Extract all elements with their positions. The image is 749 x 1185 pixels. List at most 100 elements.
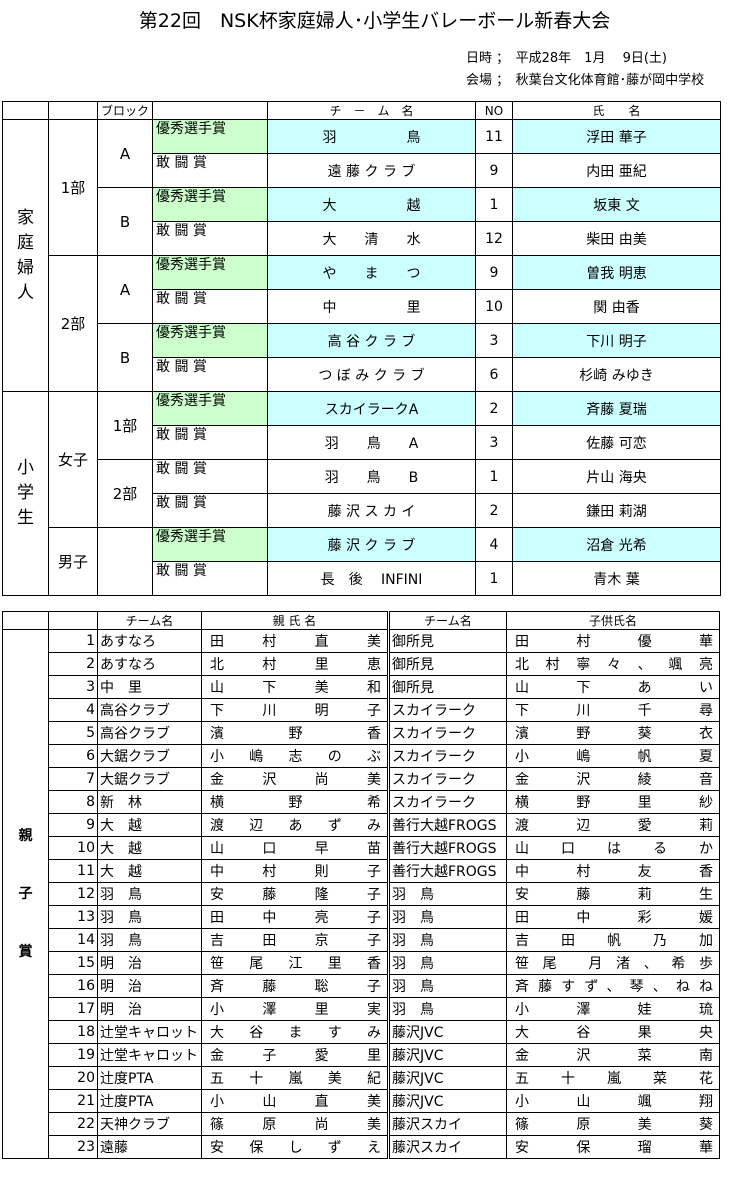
parent-team: あすなろ <box>97 652 202 676</box>
team-name: つ ぼ み ク ラ ブ <box>267 357 476 392</box>
child-name: 濱野葵衣 <box>506 721 720 745</box>
row-number: 4 <box>48 698 98 722</box>
child-team: 藤沢スカイ <box>387 1135 507 1159</box>
header-blank <box>152 101 268 120</box>
parent-name: 篠原尚美 <box>201 1112 389 1136</box>
row-number: 18 <box>48 1020 98 1044</box>
row-number: 5 <box>48 721 98 745</box>
parent-name: 笹尾江里香 <box>201 951 389 975</box>
child-team: 藤沢JVC <box>387 1066 507 1090</box>
parent-name: 田村直美 <box>201 629 389 653</box>
child-team: 御所見 <box>387 629 507 653</box>
child-name: 安藤莉生 <box>506 882 720 906</box>
child-team: 羽 鳥 <box>387 882 507 906</box>
table-row: 男子 優秀選手賞 藤 沢 ク ラ ブ 4 沼倉 光希 <box>3 527 721 596</box>
parent-name: 田中亮子 <box>201 905 389 929</box>
award-type: 優秀選手賞 <box>152 187 268 222</box>
group-label-shogaku: 小学生 <box>2 391 49 596</box>
child-name: 大谷果央 <box>506 1020 720 1044</box>
row-number: 1 <box>48 629 98 653</box>
child-team: スカイラーク <box>387 744 507 768</box>
row-number: 9 <box>48 813 98 837</box>
child-team: 御所見 <box>387 652 507 676</box>
child-name: 田中彩媛 <box>506 905 720 929</box>
team-name: 大 清 水 <box>267 221 476 256</box>
row-number: 19 <box>48 1043 98 1067</box>
team-name: 羽 鳥 B <box>267 459 476 494</box>
parent-team: あすなろ <box>97 629 202 653</box>
parent-team: 明 治 <box>97 951 202 975</box>
parents-award-label: 親子賞 <box>2 629 49 1159</box>
child-name: 篠原美葵 <box>506 1112 720 1136</box>
header-child-team: チーム名 <box>387 611 507 630</box>
table-row: 敢 闘 賞 長 後 INFINI 1 青木 葉 <box>3 561 721 596</box>
header-blank <box>48 101 98 120</box>
award-type: 敢 闘 賞 <box>152 561 268 596</box>
block-label: 2部 <box>97 459 153 528</box>
player-no: 3 <box>475 425 513 460</box>
row-number: 22 <box>48 1112 98 1136</box>
parent-name: 安藤隆子 <box>201 882 389 906</box>
division-label: 2部 <box>48 255 98 392</box>
row-number: 13 <box>48 905 98 929</box>
team-name: 高 谷 ク ラ ブ <box>267 323 476 358</box>
child-name: 小澤娃琉 <box>506 997 720 1021</box>
row-number: 11 <box>48 859 98 883</box>
child-name: 安保瑠華 <box>506 1135 720 1159</box>
child-name: 吉田帆乃加 <box>506 928 720 952</box>
player-name: 坂東 文 <box>512 187 721 222</box>
table-row: 敢 闘 賞 大 清 水 12 柴田 由美 <box>3 221 721 256</box>
parent-team: 辻度PTA <box>97 1089 202 1113</box>
parent-team: 遠藤 <box>97 1135 202 1159</box>
parent-name: 横野希 <box>201 790 389 814</box>
child-name: 五十嵐菜花 <box>506 1066 720 1090</box>
group-label-katei: 家庭婦人 <box>2 119 49 392</box>
child-name: 小嶋帆夏 <box>506 744 720 768</box>
award-type: 敢 闘 賞 <box>152 221 268 256</box>
player-name: 下川 明子 <box>512 323 721 358</box>
header-block: ブロック <box>97 101 153 120</box>
player-name: 浮田 華子 <box>512 119 721 154</box>
parent-team: 高谷クラブ <box>97 698 202 722</box>
block-label: B <box>97 187 153 256</box>
player-no: 4 <box>475 527 513 562</box>
parent-team: 辻堂キャロット <box>97 1043 202 1067</box>
player-no: 10 <box>475 289 513 324</box>
player-name: 柴田 由美 <box>512 221 721 256</box>
block-label: A <box>97 119 153 188</box>
parent-team: 辻度PTA <box>97 1066 202 1090</box>
child-team: 藤沢JVC <box>387 1089 507 1113</box>
player-no: 1 <box>475 561 513 596</box>
block-label: B <box>97 323 153 392</box>
award-type: 敢 闘 賞 <box>152 357 268 392</box>
parent-name: 中村則子 <box>201 859 389 883</box>
parent-name: 吉田京子 <box>201 928 389 952</box>
row-number: 17 <box>48 997 98 1021</box>
parent-name: 濱野香 <box>201 721 389 745</box>
child-team: スカイラーク <box>387 721 507 745</box>
parent-team: 羽 鳥 <box>97 905 202 929</box>
team-name: 中 里 <box>267 289 476 324</box>
table-row: 2部 A 優秀選手賞 や ま つ 9 曽我 明恵 <box>3 255 721 392</box>
award-type: 優秀選手賞 <box>152 391 268 426</box>
parent-team: 大鋸クラブ <box>97 767 202 791</box>
table-row: 2部 敢 闘 賞 羽 鳥 B 1 片山 海央 <box>3 459 721 528</box>
table-row: 敢 闘 賞 つ ぼ み ク ラ ブ 6 杉崎 みゆき <box>3 357 721 392</box>
table-row: 敢 闘 賞 藤 沢 ス カ イ 2 鎌田 莉湖 <box>3 493 721 528</box>
parent-name: 山下美和 <box>201 675 389 699</box>
page-title: 第22回 NSK杯家庭婦人･小学生バレーボール新春大会 <box>138 10 611 32</box>
award-type: 敢 闘 賞 <box>152 425 268 460</box>
table-row: 小学生 女子 1部 優秀選手賞 スカイラークA 2 斉藤 夏瑞 <box>2 391 721 596</box>
parent-name: 金子愛里 <box>201 1043 389 1067</box>
team-name: 大 越 <box>267 187 476 222</box>
block-label: 1部 <box>97 391 153 460</box>
award-type: 敢 闘 賞 <box>152 459 268 494</box>
